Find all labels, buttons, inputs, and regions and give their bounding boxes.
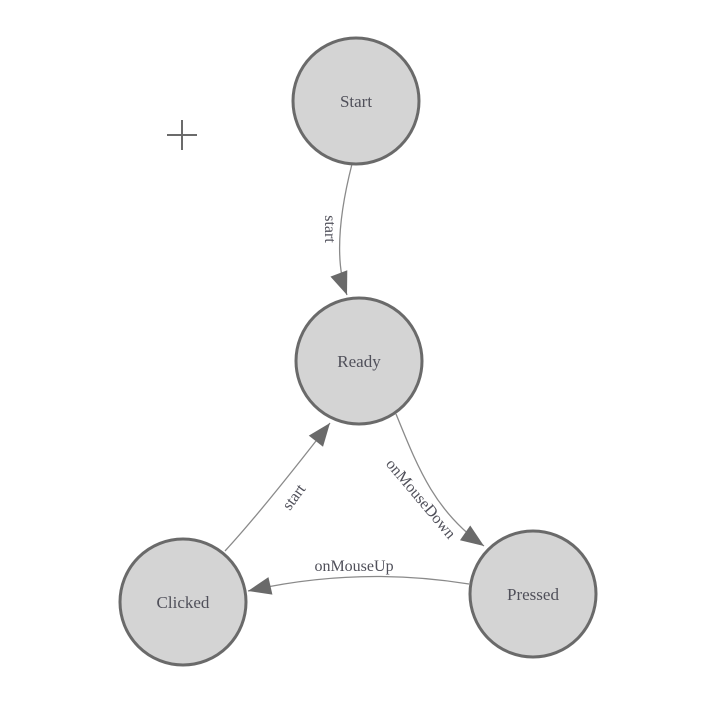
edge-clicked-to-ready[interactable]: start xyxy=(224,422,331,552)
edge-pressed-to-clicked-line[interactable] xyxy=(247,575,470,595)
node-start[interactable]: Start xyxy=(291,36,421,166)
edge-ready-to-pressed-line[interactable] xyxy=(395,413,485,547)
node-clicked[interactable]: Clicked xyxy=(118,537,248,667)
node-pressed-label: Pressed xyxy=(507,585,559,604)
node-ready-label: Ready xyxy=(337,352,381,371)
crosshair-icon xyxy=(167,120,197,150)
node-ready-shape[interactable] xyxy=(294,296,424,426)
node-start-label: Start xyxy=(340,92,372,111)
node-ready[interactable]: Ready xyxy=(294,296,424,426)
edge-start-to-ready-line[interactable] xyxy=(330,163,353,296)
edge-pressed-to-clicked-label: onMouseUp xyxy=(314,558,393,575)
edge-start-to-ready-label: start xyxy=(321,215,338,243)
node-clicked-label: Clicked xyxy=(157,593,210,612)
node-clicked-shape[interactable] xyxy=(118,537,248,667)
edge-ready-to-pressed[interactable]: onMouseDown xyxy=(382,413,485,547)
edge-start-to-ready[interactable]: start xyxy=(321,163,353,296)
edge-clicked-to-ready-label: start xyxy=(279,481,309,514)
node-pressed[interactable]: Pressed xyxy=(468,529,598,659)
edge-clicked-to-ready-line[interactable] xyxy=(224,422,331,552)
node-start-shape[interactable] xyxy=(291,36,421,166)
node-pressed-shape[interactable] xyxy=(468,529,598,659)
edge-pressed-to-clicked[interactable]: onMouseUp xyxy=(247,558,470,595)
